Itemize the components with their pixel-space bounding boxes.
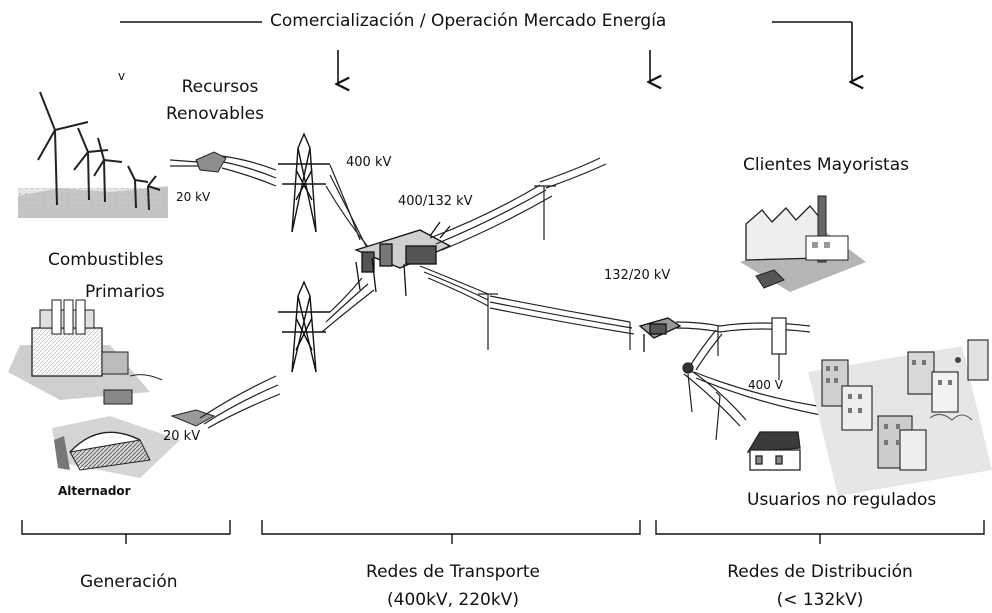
renewables-label-line2: Renovables (166, 104, 264, 124)
voltage-400v: 400 V (748, 378, 783, 392)
section-distribution-line1: Redes de Distribución (727, 562, 913, 582)
thermal-plant-illustration (8, 299, 163, 405)
upper-transmission-line (429, 157, 607, 251)
fuels-label-line2: Primarios (85, 282, 165, 302)
voltage-400kv: 400 kV (346, 155, 392, 170)
svg-text:v: v (118, 69, 125, 83)
section-distribution-line2: (< 132kV) (776, 590, 864, 610)
renewables-label-line1: Recursos (181, 77, 259, 97)
fuels-label-line1: Combustibles (48, 250, 164, 270)
house-illustration (746, 431, 801, 471)
alternator-illustration (52, 375, 281, 478)
factory-illustration (740, 195, 866, 292)
renewable-transformer (169, 151, 277, 187)
distribution-lines (675, 317, 831, 441)
market-title: Comercialización / Operación Mercado Ene… (270, 11, 667, 31)
alternator-label: Alternador (58, 484, 131, 498)
lower-transmission-line (419, 265, 635, 350)
section-generation: Generación (80, 572, 178, 592)
transmission-tower-top (278, 132, 330, 233)
section-transport-line1: Redes de Transporte (366, 562, 540, 582)
unregulated-users-label: Usuarios no regulados (747, 490, 937, 510)
voltage-132-20kv: 132/20 kV (604, 268, 671, 283)
renewables-voltage: 20 kV (176, 190, 211, 204)
section-transport-line2: (400kV, 220kV) (387, 590, 519, 610)
substation-132-20 (638, 317, 682, 352)
transmission-tower-bottom (278, 280, 330, 373)
alternator-voltage: 20 kV (163, 429, 201, 444)
section-braces (21, 520, 985, 544)
city-illustration (808, 339, 992, 496)
market-bracket (120, 21, 852, 84)
wholesale-clients-label: Clientes Mayoristas (743, 155, 909, 175)
wind-farm-illustration: v (18, 69, 168, 218)
substation-400-132 (354, 221, 452, 297)
voltage-400-132kv: 400/132 kV (398, 194, 473, 209)
